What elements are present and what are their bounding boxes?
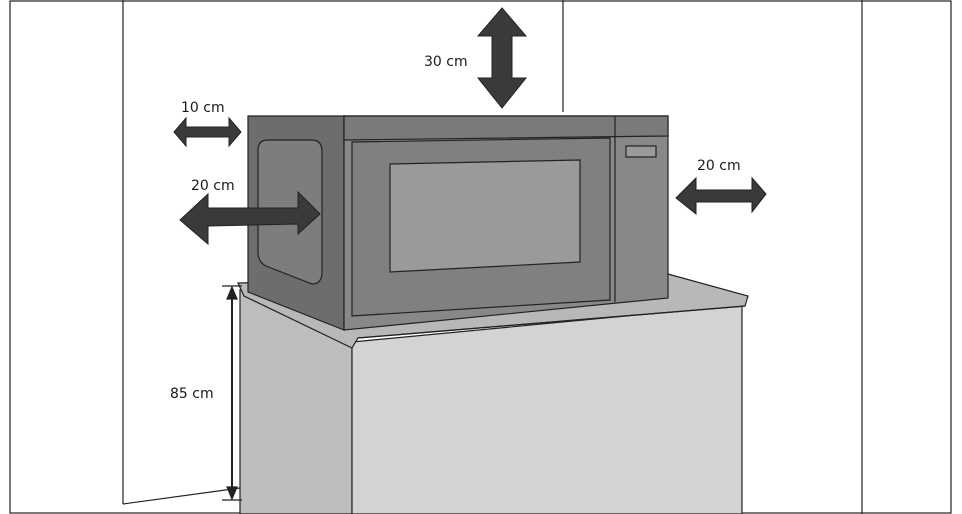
microwave (247, 115, 669, 331)
right-clearance-arrow (675, 176, 767, 216)
height-dimension (222, 285, 242, 501)
microwave-top-band (343, 115, 669, 141)
counter-edge (357, 305, 746, 339)
clearance-arrows (173, 7, 767, 246)
right-clearance-label: 20 cm (697, 158, 741, 174)
floor-line (122, 487, 241, 505)
display-panel (625, 145, 657, 158)
left-clearance-label: 20 cm (191, 178, 235, 194)
cabinet-front (351, 304, 743, 514)
microwave-window (389, 159, 581, 273)
top-clearance-arrow (476, 7, 528, 109)
top-clearance-label: 30 cm (424, 54, 468, 70)
height-arrowhead-top (226, 285, 238, 300)
rear-clearance-label: 10 cm (181, 100, 225, 116)
height-label: 85 cm (170, 386, 214, 402)
height-arrowhead-bottom (226, 486, 238, 501)
rear-clearance-arrow (173, 116, 242, 148)
left-clearance-arrow (179, 190, 321, 246)
